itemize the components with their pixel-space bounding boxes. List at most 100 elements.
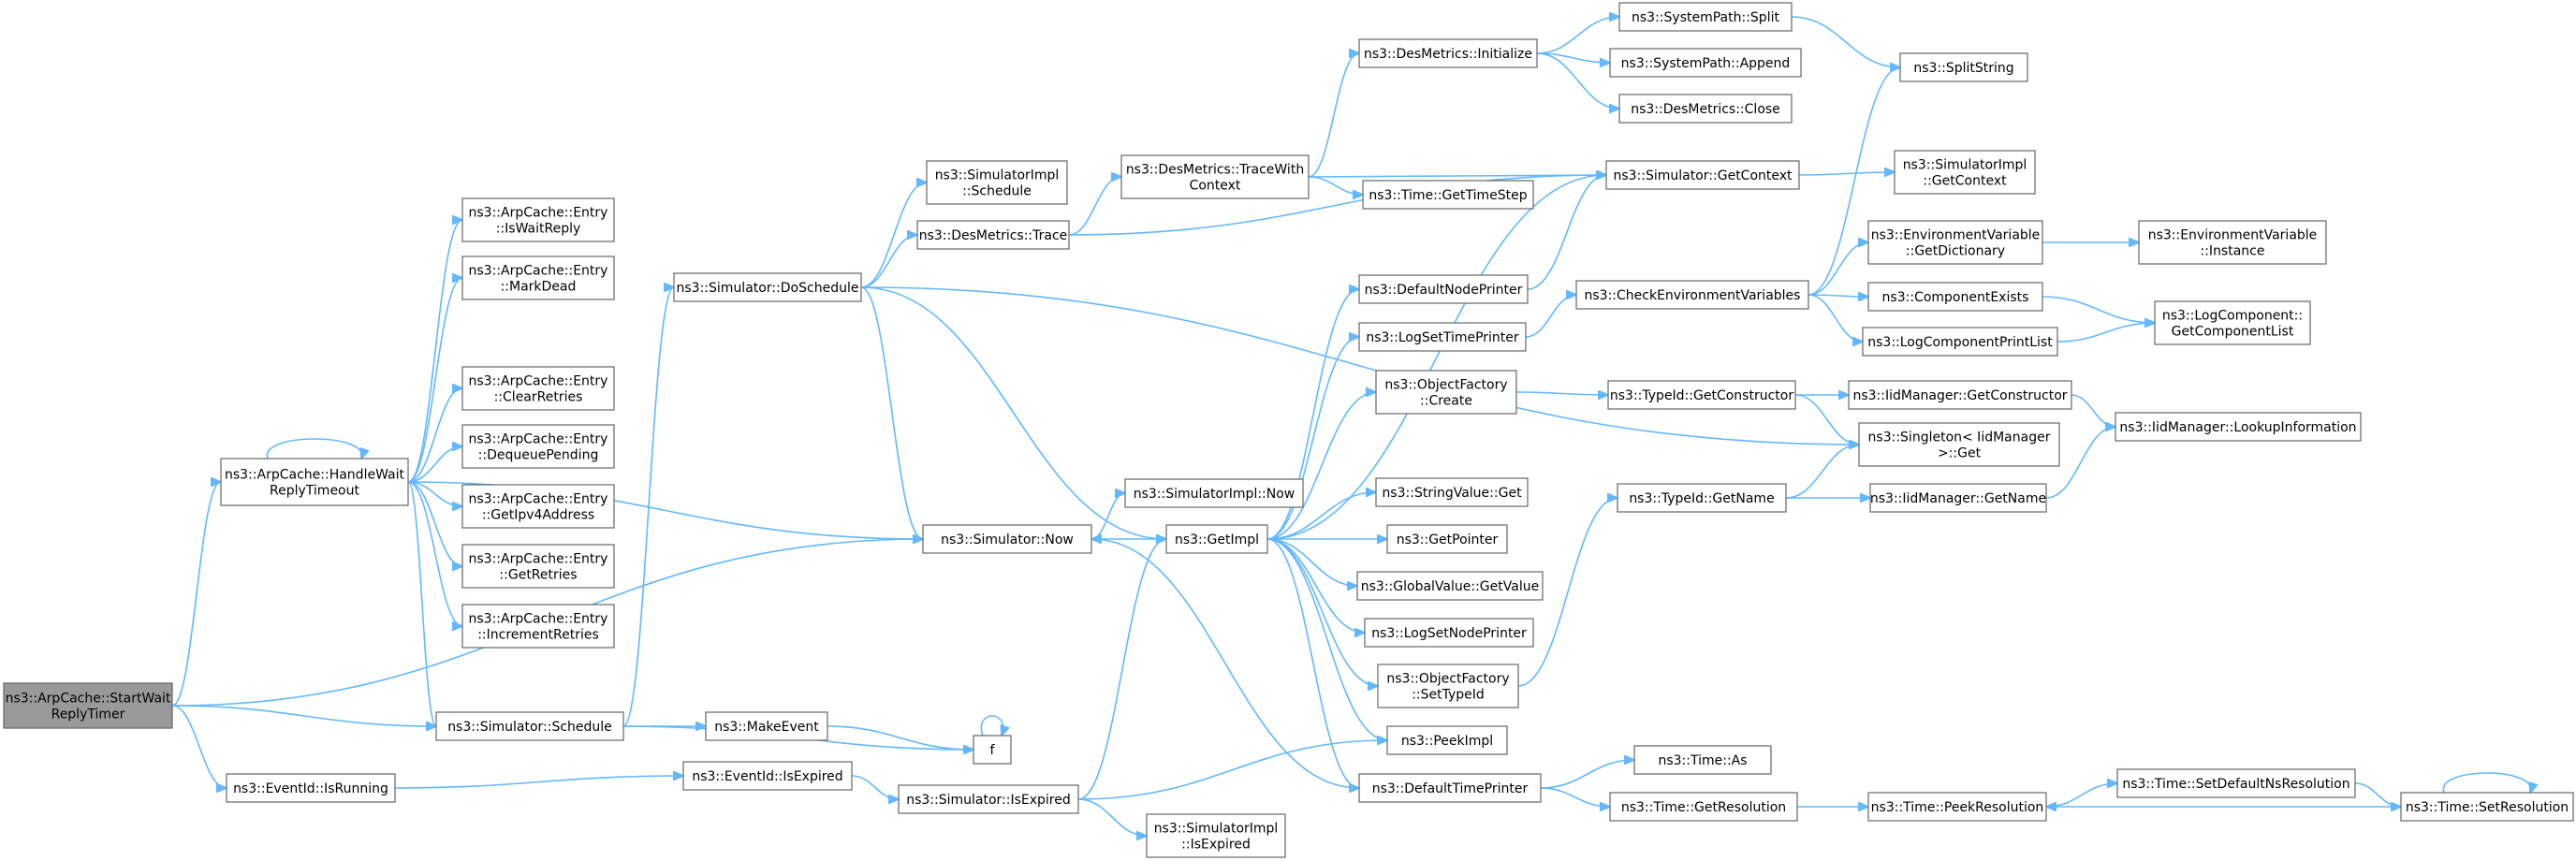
node-logSetTimePrinter[interactable]: ns3::LogSetTimePrinter — [1358, 322, 1527, 352]
node-isExpired[interactable]: ns3::EventId::IsExpired — [682, 761, 853, 791]
node-label: ns3::DefaultTimePrinter — [1372, 781, 1529, 796]
node-iidGetConstructor[interactable]: ns3::IidManager::GetConstructor — [1848, 380, 2072, 410]
node-label: ns3::DesMetrics::TraceWith — [1126, 163, 1304, 178]
node-implIsExpired[interactable]: ns3::SimulatorImpl::IsExpired — [1146, 813, 1286, 858]
node-clearRetries[interactable]: ns3::ArpCache::Entry::ClearRetries — [461, 366, 615, 411]
node-implGetContext[interactable]: ns3::SimulatorImpl::GetContext — [1894, 150, 2036, 195]
node-markDead[interactable]: ns3::ArpCache::Entry::MarkDead — [461, 255, 615, 300]
node-f[interactable]: f — [973, 735, 1012, 765]
node-getImpl[interactable]: ns3::GetImpl — [1165, 524, 1268, 554]
node-typeGetName[interactable]: ns3::TypeId::GetName — [1617, 483, 1787, 513]
node-box — [1618, 2, 1793, 32]
node-makeEvent[interactable]: ns3::MakeEvent — [705, 711, 828, 741]
node-logSetNodePrinter[interactable]: ns3::LogSetNodePrinter — [1364, 618, 1534, 648]
node-box — [1575, 280, 1809, 310]
node-defTimePrinter[interactable]: ns3::DefaultTimePrinter — [1358, 773, 1542, 803]
node-simNow[interactable]: ns3::Simulator::Now — [922, 524, 1092, 554]
node-label: ns3::Simulator::Schedule — [447, 720, 612, 735]
node-defNodePrinter[interactable]: ns3::DefaultNodePrinter — [1358, 274, 1529, 304]
node-typeGetConstructor[interactable]: ns3::TypeId::GetConstructor — [1607, 380, 1796, 410]
node-box — [1607, 380, 1796, 410]
node-envGetDict[interactable]: ns3::EnvironmentVariable::GetDictionary — [1867, 220, 2043, 265]
node-implNow[interactable]: ns3::SimulatorImpl::Now — [1124, 478, 1304, 508]
node-label: ns3::SimulatorImpl — [935, 168, 1060, 183]
node-getTimeStep[interactable]: ns3::Time::GetTimeStep — [1362, 180, 1534, 210]
edge-logCompPrintList-to-logCompGetList — [2056, 323, 2155, 343]
node-box — [1146, 813, 1286, 858]
node-label: ns3::ArpCache::Entry — [469, 264, 608, 279]
node-label: ::IncrementRetries — [477, 628, 599, 643]
node-label: ::MarkDead — [501, 280, 577, 295]
node-label: ::IsExpired — [1181, 838, 1251, 853]
node-compExists[interactable]: ns3::ComponentExists — [1867, 282, 2043, 312]
node-box — [1358, 322, 1527, 352]
node-box — [1609, 48, 1802, 78]
node-label: ns3::GetPointer — [1397, 533, 1499, 547]
edge-getImpl-to-defTimePrinter — [1266, 538, 1359, 788]
node-singletonGet[interactable]: ns3::Singleton< IidManager>::Get — [1858, 422, 2060, 467]
node-box — [461, 544, 615, 589]
node-getIpv4[interactable]: ns3::ArpCache::Entry::GetIpv4Address — [461, 484, 615, 529]
node-timeSetDefaultNs[interactable]: ns3::Time::SetDefaultNsResolution — [2116, 768, 2356, 798]
node-dmTrace[interactable]: ns3::DesMetrics::Trace — [916, 220, 1070, 250]
node-box — [1617, 483, 1787, 513]
node-label: ns3::ArpCache::StartWait — [6, 692, 171, 707]
node-dequeuePending[interactable]: ns3::ArpCache::Entry::DequeuePending — [461, 424, 615, 469]
node-box — [1605, 160, 1800, 190]
node-label: ns3::ComponentExists — [1882, 290, 2029, 305]
node-envInstance[interactable]: ns3::EnvironmentVariable::Instance — [2138, 220, 2327, 265]
node-gvGetValue[interactable]: ns3::GlobalValue::GetValue — [1356, 571, 1544, 601]
node-dmClose[interactable]: ns3::DesMetrics::Close — [1618, 94, 1793, 124]
node-spSplit[interactable]: ns3::SystemPath::Split — [1618, 2, 1793, 32]
node-box — [1867, 220, 2043, 265]
node-spAppend[interactable]: ns3::SystemPath::Append — [1609, 48, 1802, 78]
node-iidGetName[interactable]: ns3::IidManager::GetName — [1869, 483, 2047, 513]
node-implSchedule[interactable]: ns3::SimulatorImpl::Schedule — [926, 160, 1068, 205]
node-label: ns3::StringValue::Get — [1382, 486, 1522, 501]
node-label: ns3::SimulatorImpl — [1903, 158, 2027, 173]
node-getContext[interactable]: ns3::Simulator::GetContext — [1605, 160, 1800, 190]
node-getRetries[interactable]: ns3::ArpCache::Entry::GetRetries — [461, 544, 615, 589]
node-box — [1356, 571, 1544, 601]
node-logCompGetList[interactable]: ns3::LogComponent::GetComponentList — [2154, 300, 2311, 345]
node-ofCreate[interactable]: ns3::ObjectFactory::Create — [1375, 370, 1517, 415]
edge-ofCreate-to-typeGetConstructor — [1515, 392, 1608, 395]
node-box — [898, 784, 1079, 814]
node-peekImpl[interactable]: ns3::PeekImpl — [1386, 725, 1508, 755]
node-simIsExpired[interactable]: ns3::Simulator::IsExpired — [898, 784, 1079, 814]
node-incRetries[interactable]: ns3::ArpCache::Entry::IncrementRetries — [461, 604, 615, 649]
node-checkEnv[interactable]: ns3::CheckEnvironmentVariables — [1575, 280, 1809, 310]
node-iidLookup[interactable]: ns3::IidManager::LookupInformation — [2115, 412, 2362, 442]
node-simSchedule[interactable]: ns3::Simulator::Schedule — [435, 711, 624, 741]
node-isWaitReply[interactable]: ns3::ArpCache::Entry::IsWaitReply — [461, 197, 615, 242]
node-getPointer[interactable]: ns3::GetPointer — [1386, 524, 1508, 554]
edge-simIsExpired-to-peekImpl — [1077, 740, 1387, 800]
node-stringGet[interactable]: ns3::StringValue::Get — [1375, 477, 1529, 507]
node-doSchedule[interactable]: ns3::Simulator::DoSchedule — [673, 272, 862, 302]
node-box — [226, 773, 396, 803]
node-ofSetTypeId[interactable]: ns3::ObjectFactory::SetTypeId — [1377, 664, 1519, 708]
node-splitString[interactable]: ns3::SplitString — [1899, 52, 2028, 82]
node-box — [1858, 422, 2060, 467]
edge-getImpl-to-gvGetValue — [1266, 538, 1357, 586]
node-label: ::Instance — [2201, 244, 2265, 259]
node-logCompPrintList[interactable]: ns3::LogComponentPrintList — [1862, 327, 2058, 357]
node-box — [1894, 150, 2036, 195]
edge-simIsExpired-to-implIsExpired — [1077, 798, 1147, 836]
node-timeGetRes[interactable]: ns3::Time::GetResolution — [1609, 792, 1798, 822]
node-label: ns3::IidManager::LookupInformation — [2119, 420, 2356, 435]
node-label: ns3::SimulatorImpl::Now — [1134, 487, 1295, 502]
node-timeAs[interactable]: ns3::Time::As — [1633, 745, 1772, 775]
edge-doSchedule-to-singletonGet — [860, 286, 1859, 445]
edge-checkEnv-to-logCompPrintList — [1808, 294, 1863, 342]
edge-checkEnv-to-envGetDict — [1808, 242, 1868, 296]
node-isRunning[interactable]: ns3::EventId::IsRunning — [226, 773, 396, 803]
node-timePeekRes[interactable]: ns3::Time::PeekResolution — [1867, 792, 2047, 822]
node-dmInit[interactable]: ns3::DesMetrics::Initialize — [1358, 38, 1538, 68]
node-label: ns3::EventId::IsExpired — [692, 769, 842, 784]
node-timeSetRes[interactable]: ns3::Time::SetResolution — [2400, 792, 2574, 822]
